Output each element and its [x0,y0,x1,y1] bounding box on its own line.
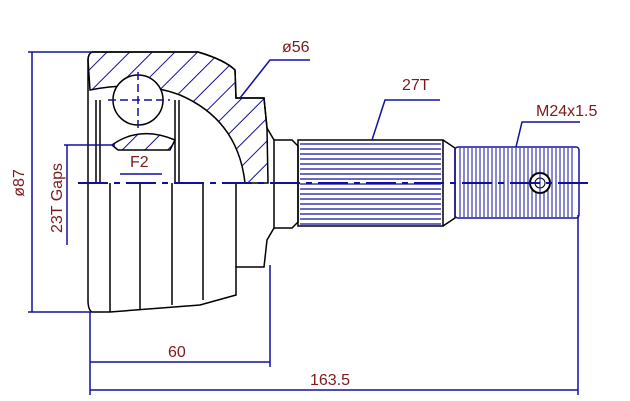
thread-label: M24x1.5 [536,103,598,120]
spline-teeth [300,143,441,225]
dimension-lines [28,51,580,395]
outer-diameter-label: ø87 [10,169,28,197]
neck-diameter-label: ø56 [282,39,310,56]
length-to-shoulder-label: 60 [168,344,186,361]
total-length-label: 163.5 [310,372,351,389]
section-hatch [87,51,269,184]
inner-spline-label: 23T Gaps [48,163,66,233]
cage-hatch [110,132,177,151]
seal-mark-label: F2 [130,154,149,171]
outer-spline-label: 27T [402,77,430,94]
